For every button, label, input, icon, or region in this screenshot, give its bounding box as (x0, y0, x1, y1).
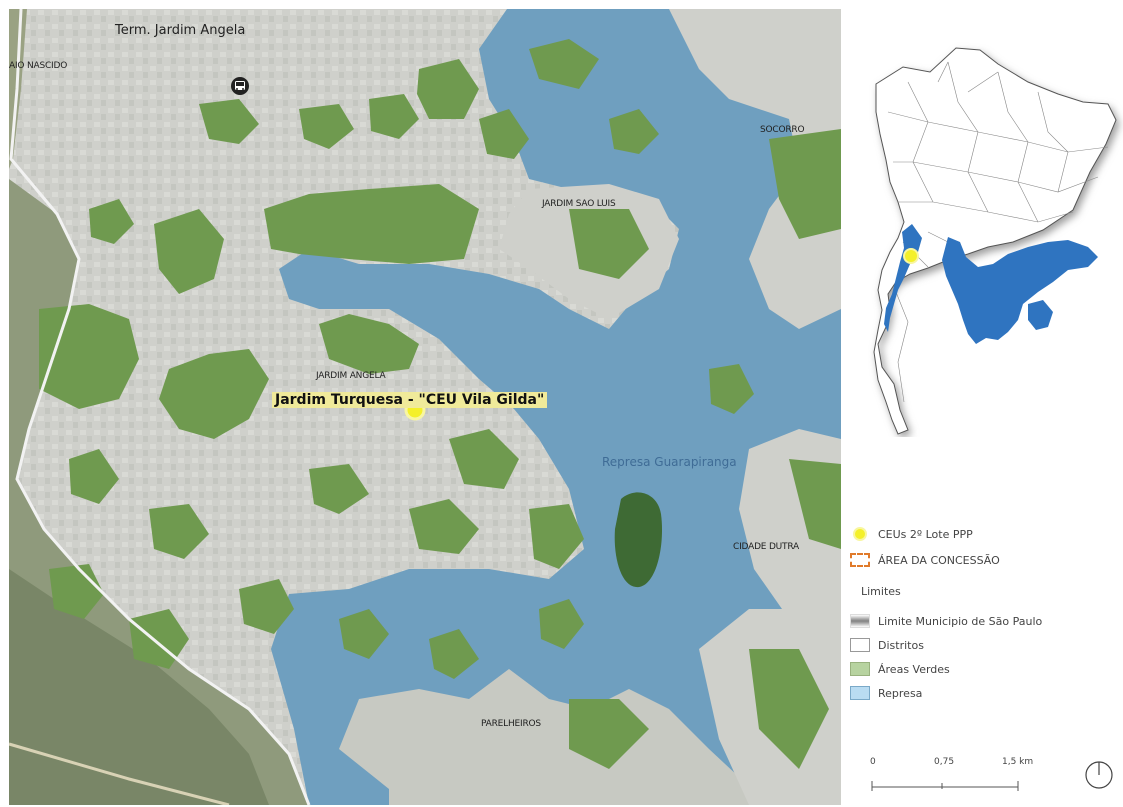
legend-label: CEUs 2º Lote PPP (878, 527, 973, 541)
main-map[interactable]: AIO NASCIDO Term. Jardim Angela SOCORRO … (9, 9, 841, 805)
scale-tick-label: 1,5 km (1002, 757, 1034, 767)
blue-box-icon (850, 686, 870, 700)
legend-item-area-concessao: ÁREA DA CONCESSÃO (850, 551, 1000, 569)
legend-label: Represa (878, 686, 923, 700)
legend-label: ÁREA DA CONCESSÃO (878, 553, 1000, 567)
bus-icon (231, 77, 249, 95)
label-aio-nascido: AIO NASCIDO (9, 61, 68, 71)
green-areas (39, 39, 754, 679)
label-represa-guarapiranga: Represa Guarapiranga (602, 455, 737, 469)
municipality-boundary (9, 9, 311, 805)
map-canvas (9, 9, 841, 805)
legend-label: Limite Municipio de São Paulo (878, 614, 1043, 628)
label-parelheiros: PARELHEIROS (481, 719, 541, 729)
legend-label: Áreas Verdes (878, 662, 950, 676)
legend-item-limite-municipio: Limite Municipio de São Paulo (850, 612, 1042, 630)
green-box-icon (850, 662, 870, 676)
legend-item-areas-verdes: Áreas Verdes (850, 660, 950, 678)
inset-locator-map (868, 42, 1123, 437)
district-lines (887, 61, 1109, 403)
yellow-circle-icon (850, 527, 870, 541)
label-socorro: SOCORRO (760, 125, 805, 135)
map-legend: CEUs 2º Lote PPP ÁREA DA CONCESSÃO Limit… (850, 525, 1123, 725)
white-box-icon (850, 638, 870, 652)
legend-item-ceus: CEUs 2º Lote PPP (850, 525, 973, 543)
orange-dashed-box-icon (850, 553, 870, 567)
label-ceu-vila-gilda: Jardim Turquesa - "CEU Vila Gilda" (272, 392, 548, 408)
legend-item-represa: Represa (850, 684, 922, 702)
legend-label: Distritos (878, 638, 924, 652)
scale-tick-label: 0,75 (934, 757, 955, 767)
label-cidade-dutra: CIDADE DUTRA (733, 542, 800, 552)
inset-ceu-marker (903, 248, 919, 264)
label-jardim-angela: JARDIM ANGELA (316, 371, 386, 381)
label-jardim-sao-luis: JARDIM SAO LUIS (542, 199, 616, 209)
label-term-jardim-angela: Term. Jardim Angela (115, 23, 246, 38)
north-arrow-icon (1084, 760, 1114, 790)
scale-bar: 0 0,75 1,5 km (870, 757, 1050, 797)
reservoir-water (271, 9, 841, 805)
scale-line (871, 781, 1019, 791)
legend-section-title: Limites (861, 585, 901, 598)
grey-band-icon (850, 614, 870, 628)
scale-tick-label: 0 (870, 757, 876, 767)
legend-item-distritos: Distritos (850, 636, 924, 654)
reservoir-island (614, 492, 663, 588)
